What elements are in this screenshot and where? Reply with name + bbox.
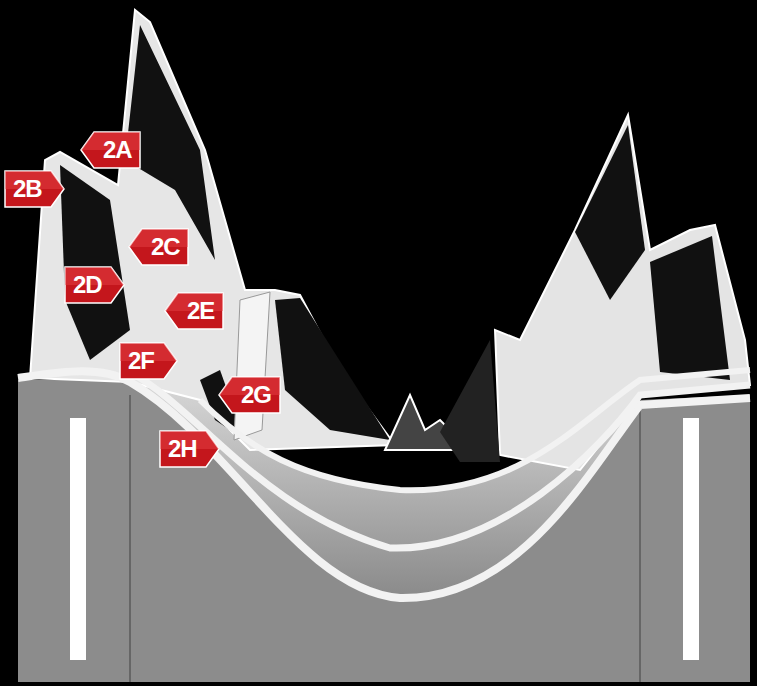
- callout-tag: 2F: [119, 342, 178, 380]
- tag-fill: [129, 229, 188, 265]
- rock-facet: [440, 340, 500, 462]
- base-divider: [639, 400, 641, 682]
- base-divider: [129, 395, 131, 682]
- rock-facet: [650, 236, 730, 380]
- tag-fill: [165, 293, 223, 329]
- ramp-edge: [200, 370, 750, 490]
- ramp-edge: [130, 372, 750, 548]
- callout-label: 2H: [168, 430, 197, 468]
- ramp-edge: [18, 371, 750, 598]
- tag-fill: [65, 267, 124, 303]
- callout-tag: 2G: [218, 376, 281, 414]
- callout-tag: 2E: [164, 292, 224, 330]
- rock-left: [30, 10, 395, 450]
- callout-tag: 2C: [128, 228, 189, 266]
- callout-tag: 2H: [159, 430, 220, 468]
- callout-tag: 2A: [80, 131, 141, 169]
- callout-label: 2A: [103, 131, 132, 169]
- callout-label: 2D: [73, 266, 102, 304]
- base-block: [18, 380, 750, 682]
- rock-wall: [234, 292, 270, 440]
- callout-tag: 2D: [64, 266, 125, 304]
- callout-label: 2G: [241, 376, 271, 414]
- support-bar: [683, 418, 699, 660]
- rock-facet: [575, 125, 645, 300]
- tag-fill: [120, 343, 177, 379]
- callout-tag: 2B: [4, 170, 65, 208]
- tag-fill: [81, 132, 140, 168]
- callout-label: 2F: [128, 342, 154, 380]
- tag-fill: [160, 431, 219, 467]
- callout-label: 2C: [151, 228, 180, 266]
- rock-facet: [275, 298, 390, 440]
- tag-fill: [5, 171, 64, 207]
- support-bar: [70, 418, 86, 660]
- callout-label: 2E: [187, 292, 214, 330]
- tag-fill: [219, 377, 280, 413]
- rock-facet: [60, 165, 130, 360]
- callout-label: 2B: [13, 170, 42, 208]
